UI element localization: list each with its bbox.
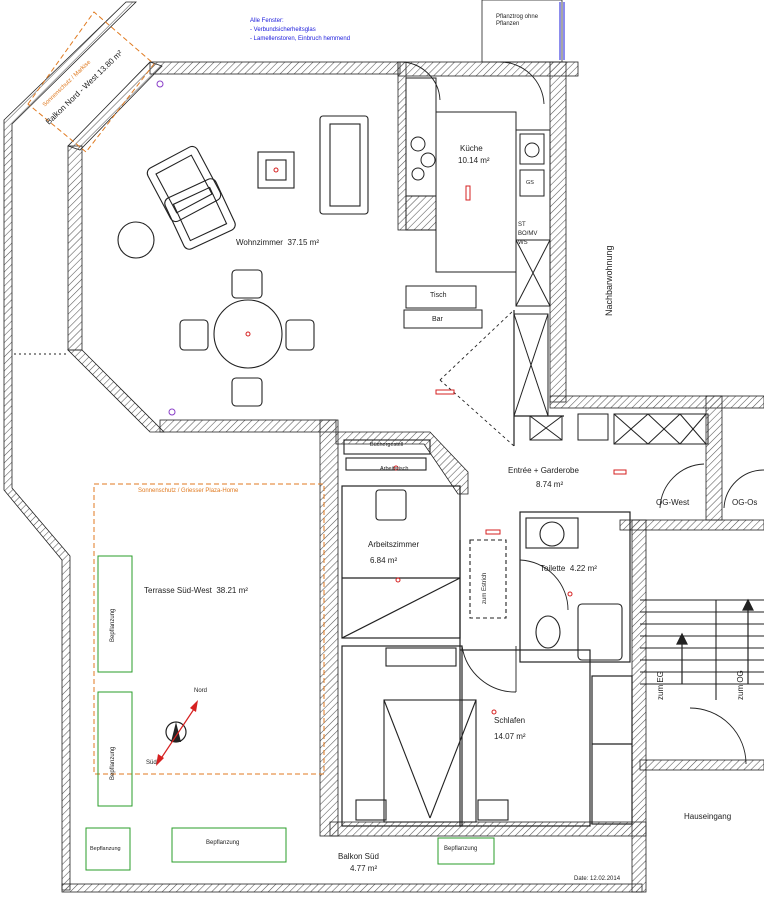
planter-2-label: Bepflanzung: [110, 746, 116, 780]
zum-estrich-label: zum Estrich: [482, 572, 488, 604]
balkon-sued-area: 4.77 m²: [350, 864, 378, 873]
windows-note-title: Alle Fenster:: [250, 18, 284, 24]
plan-date: Date: 12.02.2014: [574, 876, 621, 882]
tisch-label: Tisch: [430, 292, 447, 299]
appliance-bomv: BO/MV: [518, 231, 538, 237]
og-ost-label: OG-Os: [732, 498, 758, 507]
wardrobe: [529, 413, 709, 445]
balkon-sued-name: Balkon Süd: [338, 852, 379, 861]
kueche-name: Küche: [460, 144, 483, 153]
compass-rose: [156, 700, 198, 766]
terrasse-name: Terrasse Süd-West: [144, 586, 212, 595]
schlafen-area: 14.07 m²: [494, 732, 526, 741]
wohnzimmer-name: Wohnzimmer: [236, 238, 283, 247]
wohnzimmer-label: Wohnzimmer 37.15 m²: [236, 238, 319, 247]
window-frames: [559, 2, 565, 60]
appliance-ws: WS: [518, 240, 528, 246]
compass-south-label: Süd: [146, 760, 157, 766]
planter-3-label: Bepflanzung: [90, 846, 121, 852]
buecherregal-label: Büchergestell: [370, 442, 404, 448]
nachbarwohnung-label: Nachbarwohnung: [604, 245, 614, 316]
planter-5-label: Bepflanzung: [444, 846, 478, 852]
toilette-name: Toilette: [540, 564, 566, 573]
door-swings: [14, 61, 764, 765]
compass-north-label: Nord: [194, 688, 208, 694]
bar-label: Bar: [432, 316, 443, 323]
stair-arrows: [676, 598, 754, 684]
sunshade-outlines: [27, 11, 325, 775]
windows-note-line2: - Lamellenstoren, Einbruch hemmend: [250, 36, 351, 42]
terrasse-area: 38.21 m²: [216, 586, 248, 595]
entree-area: 8.74 m²: [536, 480, 564, 489]
living-furniture: [117, 115, 764, 823]
hauseingang-label: Hauseingang: [684, 812, 732, 821]
toilette-label: Toilette 4.22 m²: [540, 564, 597, 573]
toilette-area: 4.22 m²: [569, 564, 597, 573]
og-west-label: OG-West: [656, 498, 690, 507]
interior-walls: [341, 310, 633, 827]
planters: [85, 555, 495, 871]
kueche-area: 10.14 m²: [458, 156, 490, 165]
planter-4-label: Bepflanzung: [206, 840, 240, 846]
terrasse-label: Terrasse Süd-West 38.21 m²: [144, 586, 248, 595]
markers: [156, 80, 627, 715]
zum-og-label: zum OG: [736, 670, 745, 700]
zum-eg-label: zum EG: [656, 671, 665, 700]
appliance-st: ST: [518, 222, 526, 228]
pflanztrog-label: Pflanztrog ohne Pflanzen: [496, 14, 539, 27]
kitchen-counters: [403, 77, 551, 417]
planter-1-label: Bepflanzung: [110, 608, 116, 642]
windows-note-line1: - Verbundsicherheitsglas: [250, 27, 316, 33]
arbeitszimmer-name: Arbeitszimmer: [368, 540, 420, 549]
schlafen-name: Schlafen: [494, 716, 526, 725]
appliance-gs: GS: [526, 180, 534, 186]
outer-walls: [3, 0, 764, 893]
sunshade-plaza-label: Sonnenschutz / Griesser Plaza-Home: [138, 488, 239, 494]
wohnzimmer-area: 37.15 m²: [287, 238, 320, 247]
entree-name: Entrée + Garderobe: [508, 466, 579, 475]
arbeitszimmer-area: 6.84 m²: [370, 556, 398, 565]
arbeitstisch-label: Arbeitstisch: [380, 466, 409, 472]
